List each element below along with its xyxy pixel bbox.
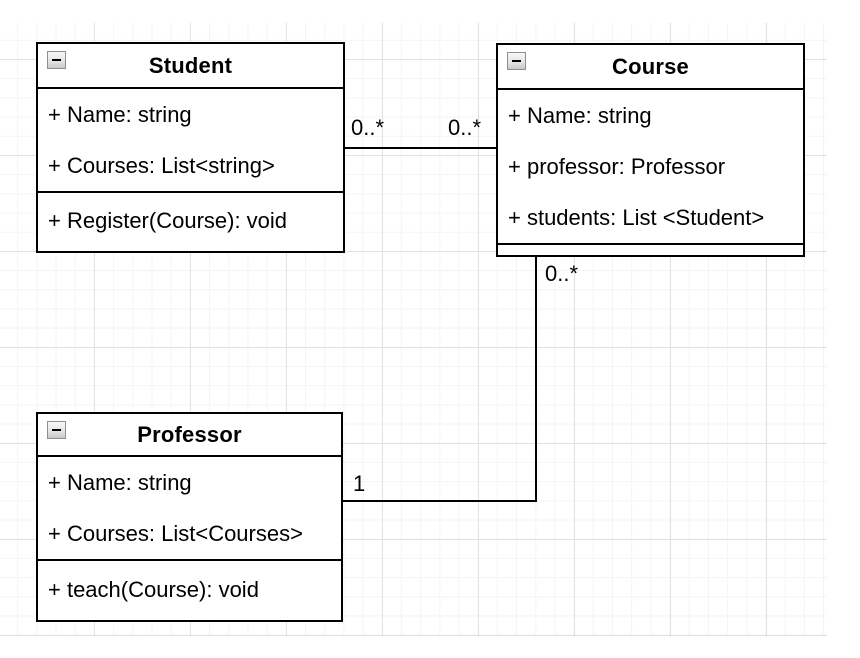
collapse-minus-icon[interactable]: [47, 51, 66, 69]
edge-student-course[interactable]: [345, 147, 496, 149]
multiplicity-course-bottom-end[interactable]: 0..*: [545, 261, 579, 286]
minus-glyph: [52, 59, 61, 61]
class-professor-methods: + teach(Course): void: [38, 559, 341, 618]
class-title: Professor: [137, 421, 242, 447]
attribute-row[interactable]: + Name: string: [48, 101, 192, 127]
class-student-methods: + Register(Course): void: [38, 191, 343, 249]
class-professor-title-bar[interactable]: Professor: [38, 414, 341, 457]
class-course-attributes: + Name: string + professor: Professor + …: [498, 90, 803, 243]
edge-course-professor-vertical[interactable]: [535, 256, 537, 502]
class-course-title-bar[interactable]: Course: [498, 45, 803, 90]
attribute-row[interactable]: + professor: Professor: [508, 153, 726, 179]
class-professor-attributes: + Name: string + Courses: List<Courses>: [38, 457, 341, 559]
attribute-row[interactable]: + Name: string: [48, 469, 192, 495]
class-student-title-bar[interactable]: Student: [38, 44, 343, 89]
class-course-methods: [498, 243, 803, 253]
minus-glyph: [512, 60, 521, 62]
attribute-row[interactable]: + students: List <Student>: [508, 204, 765, 230]
method-row[interactable]: + Register(Course): void: [48, 208, 288, 233]
attribute-row[interactable]: + Courses: List<string>: [48, 152, 275, 178]
collapse-minus-icon[interactable]: [507, 52, 526, 70]
attribute-row[interactable]: + Courses: List<Courses>: [48, 520, 303, 546]
class-professor[interactable]: Professor + Name: string + Courses: List…: [36, 412, 343, 622]
method-row[interactable]: + teach(Course): void: [48, 576, 259, 602]
multiplicity-course-end[interactable]: 0..*: [448, 115, 482, 140]
class-title: Course: [612, 53, 689, 79]
minus-glyph: [52, 429, 61, 431]
multiplicity-student-end[interactable]: 0..*: [351, 115, 385, 140]
class-title: Student: [148, 52, 233, 78]
class-student-attributes: + Name: string + Courses: List<string>: [38, 89, 343, 191]
multiplicity-professor-end[interactable]: 1: [353, 471, 366, 496]
class-course[interactable]: Course + Name: string + professor: Profe…: [496, 43, 805, 257]
class-student[interactable]: Student + Name: string + Courses: List<s…: [36, 42, 345, 253]
collapse-minus-icon[interactable]: [47, 421, 66, 439]
edge-course-professor-horizontal[interactable]: [343, 500, 537, 502]
attribute-row[interactable]: + Name: string: [508, 102, 652, 128]
